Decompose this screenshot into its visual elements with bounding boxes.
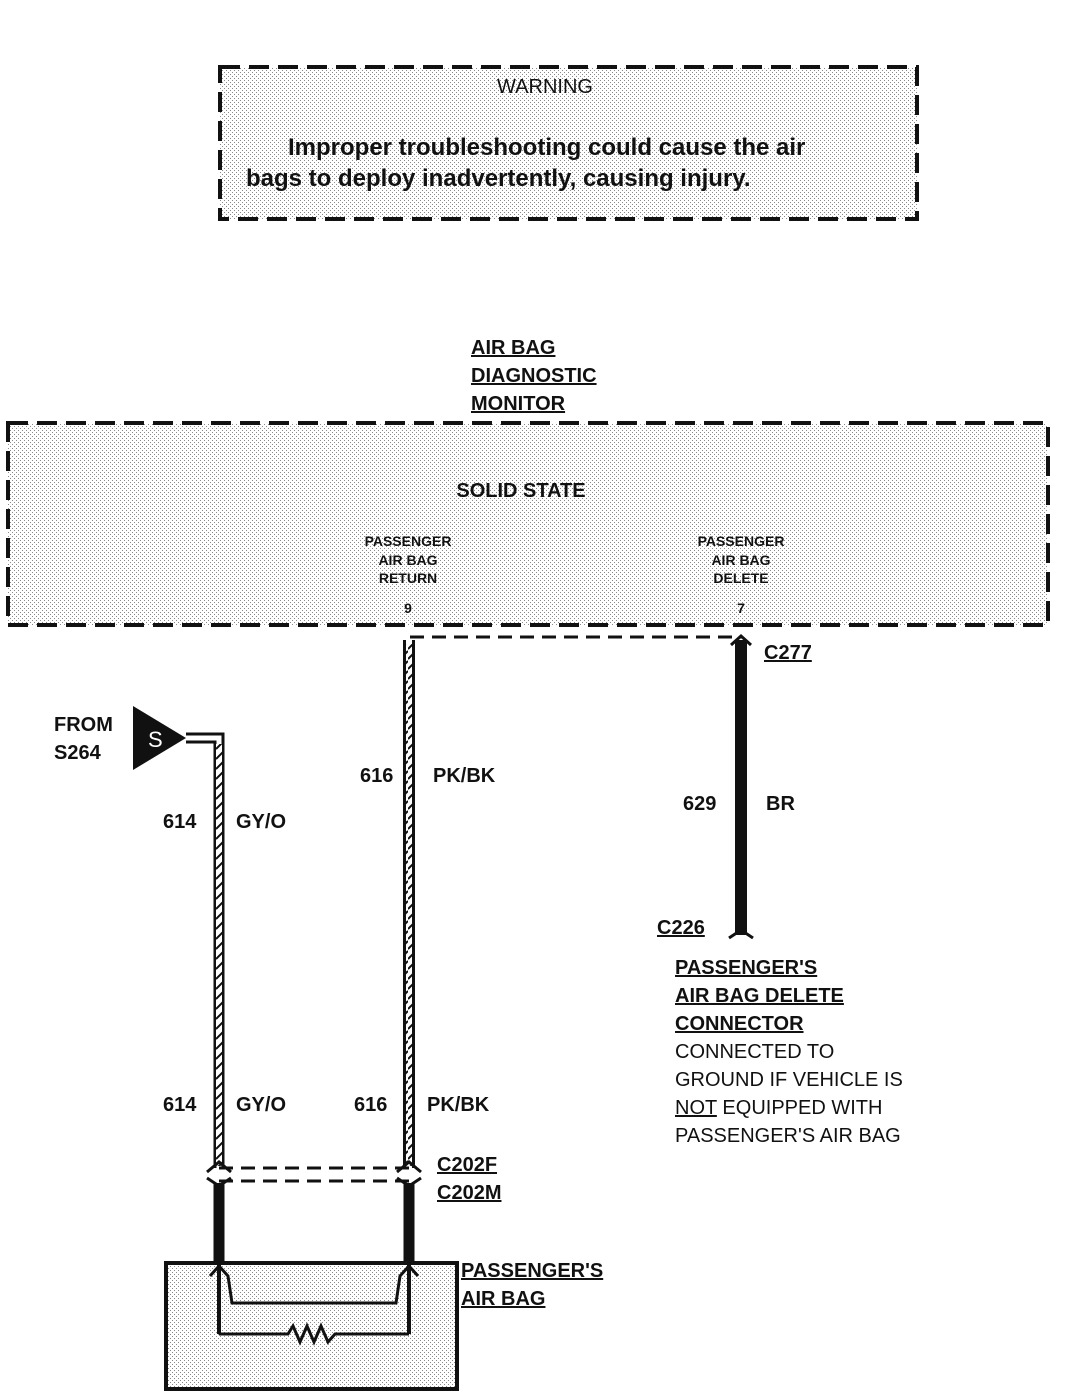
splice-from-line-2: S264	[54, 742, 102, 764]
pin-delete-number: 7	[737, 600, 745, 616]
warning-line-2: bags to deploy inadvertently, causing in…	[246, 165, 751, 192]
wire-616-color-upper: PK/BK	[433, 765, 496, 787]
delete-connector-note-4: PASSENGER'S AIR BAG	[675, 1125, 901, 1147]
wire-629-color: BR	[766, 793, 795, 815]
pin-delete-line-3: DELETE	[713, 570, 768, 586]
delete-connector-name-2: AIR BAG DELETE	[675, 985, 844, 1007]
delete-connector-note-3-rest: EQUIPPED WITH	[717, 1097, 883, 1119]
wire-614-color-lower: GY/O	[236, 1094, 286, 1116]
wire-629-circuit: 629	[683, 793, 716, 815]
delete-connector-note-3: NOT EQUIPPED WITH	[675, 1097, 882, 1119]
c202f-label: C202F	[437, 1154, 497, 1176]
warning-title: WARNING	[497, 76, 593, 98]
delete-connector-note-2: GROUND IF VEHICLE IS	[675, 1069, 903, 1091]
delete-connector-note-emphasis: NOT	[675, 1097, 717, 1119]
wire-616-color-lower: PK/BK	[427, 1094, 490, 1116]
warning-line-1: Improper troubleshooting could cause the…	[288, 134, 805, 161]
wire-616-circuit-lower: 616	[354, 1094, 387, 1116]
splice-from-line-1: FROM	[54, 714, 113, 736]
air-bag-label-2: AIR BAG	[461, 1288, 545, 1310]
c277-label: C277	[764, 642, 812, 664]
c226-label: C226	[657, 917, 705, 939]
pin-return-line-2: AIR BAG	[378, 552, 437, 568]
monitor-title-line-3: MONITOR	[471, 393, 566, 415]
warning-box: WARNING Improper troubleshooting could c…	[218, 65, 919, 221]
wire-614-circuit-upper: 614	[163, 811, 197, 833]
monitor-title-line-2: DIAGNOSTIC	[471, 365, 597, 387]
monitor-title-line-1: AIR BAG	[471, 337, 555, 359]
monitor-type: SOLID STATE	[456, 480, 585, 502]
wire-616-circuit-upper: 616	[360, 765, 393, 787]
pin-delete-line-1: PASSENGER	[698, 533, 785, 549]
c202-connector: C202F C202M	[206, 1154, 501, 1204]
air-bag-label-1: PASSENGER'S	[461, 1260, 603, 1282]
shorting-bar-icon	[208, 1263, 420, 1305]
splice-triangle-icon	[133, 706, 186, 770]
wire-629: C277 629 BR C226	[657, 633, 812, 940]
wire-616: 616 PK/BK 616 PK/BK	[354, 640, 496, 1168]
pin-return-line-1: PASSENGER	[365, 533, 452, 549]
pin-return-line-3: RETURN	[379, 570, 437, 586]
delete-connector-name-3: CONNECTOR	[675, 1013, 804, 1035]
pin-return-number: 9	[404, 600, 412, 616]
delete-connector-note: PASSENGER'S AIR BAG DELETE CONNECTOR CON…	[675, 957, 903, 1147]
monitor-box: SOLID STATE PASSENGER AIR BAG RETURN 9 P…	[6, 421, 1050, 627]
wire-614-circuit-lower: 614	[163, 1094, 197, 1116]
delete-connector-note-1: CONNECTED TO	[675, 1041, 834, 1063]
monitor-title: AIR BAG DIAGNOSTIC MONITOR	[471, 337, 597, 415]
splice-symbol: S	[148, 727, 163, 752]
wire-614-color-upper: GY/O	[236, 811, 286, 833]
delete-connector-name-1: PASSENGER'S	[675, 957, 817, 979]
wire-614: 614 GY/O 614 GY/O	[163, 732, 286, 1168]
splice-s264: FROM S264 S	[54, 706, 186, 770]
igniter-resistor-icon	[219, 1322, 409, 1346]
passenger-air-bag: PASSENGER'S AIR BAG	[164, 1183, 603, 1391]
c202m-label: C202M	[437, 1182, 501, 1204]
pin-delete-line-2: AIR BAG	[711, 552, 770, 568]
air-bag-module	[164, 1261, 459, 1391]
